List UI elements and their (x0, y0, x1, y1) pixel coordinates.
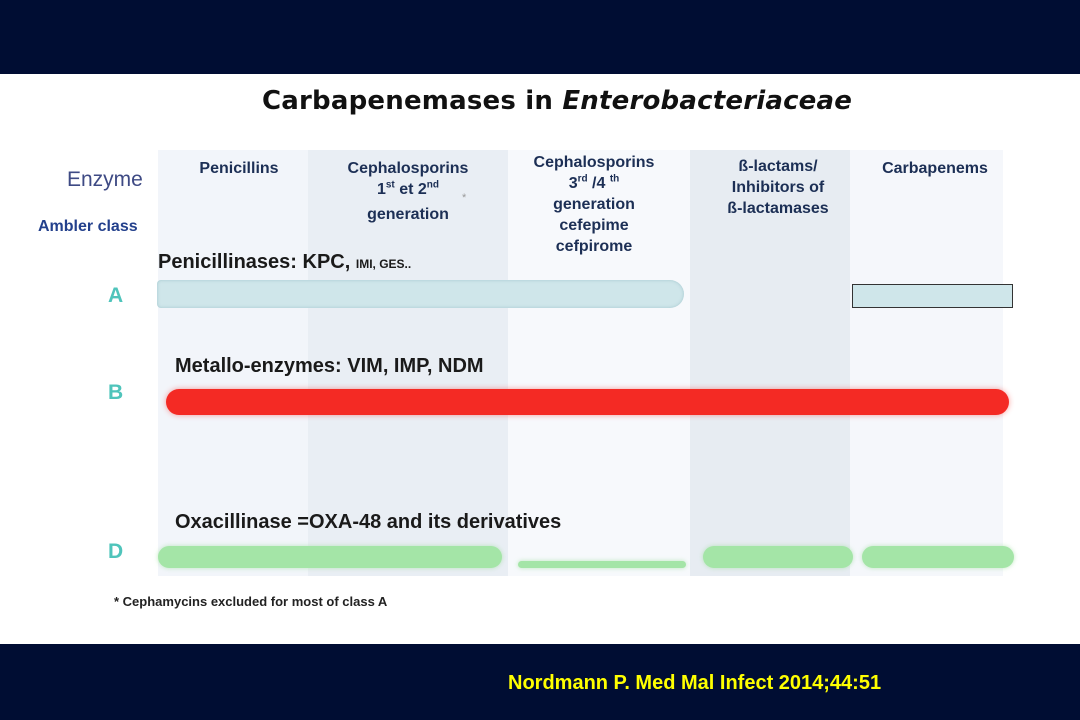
column-penicillins-bg (158, 150, 308, 576)
column-header-penicillins: Penicillins (199, 160, 279, 177)
column-bl-inhibitors-bg (690, 150, 850, 576)
class-d-bar-carbapenems (862, 546, 1014, 568)
asterisk-mark: * (462, 192, 467, 204)
class-d-label: Oxacillinase =OXA-48 and its derivatives (175, 511, 562, 533)
column-ceph-3-4-bg (508, 150, 690, 576)
class-a-carbapenem-box (852, 284, 1013, 308)
class-a-bar (157, 280, 684, 308)
class-b-bar (166, 389, 1009, 415)
column-header-ceph-3-4: Cephalosporins 3rd /4 th generation cefe… (533, 154, 655, 255)
class-d-bar-bl-inhibitors (703, 546, 853, 568)
class-d-bar-penicillins-ceph (158, 546, 502, 568)
slide-title: Carbapenemases in Enterobacteriaceae (262, 86, 853, 116)
class-d-letter: D (108, 540, 124, 563)
enzyme-row-header: Enzyme (67, 168, 143, 191)
class-a-label: Penicillinases: KPC, IMI, GES.. (158, 251, 412, 273)
column-header-ceph-1-2: Cephalosporins 1st et 2nd generation (347, 160, 469, 223)
bottom-band (0, 644, 1080, 720)
ambler-class-header: Ambler class (38, 218, 138, 235)
column-carbapenems-bg (850, 150, 1003, 576)
reference-citation: Nordmann P. Med Mal Infect 2014;44:51 (508, 672, 882, 694)
footnote: * Cephamycins excluded for most of class… (114, 594, 388, 609)
class-d-bar-ceph-3-4 (518, 561, 686, 568)
column-header-bl-inhibitors: ß-lactams/ Inhibitors of ß-lactamases (727, 158, 829, 217)
class-b-label: Metallo-enzymes: VIM, IMP, NDM (175, 355, 484, 377)
class-a-letter: A (108, 284, 124, 307)
class-b-letter: B (108, 381, 124, 404)
column-header-carbapenems: Carbapenems (882, 160, 988, 177)
top-band (0, 0, 1080, 74)
column-ceph-1-2-bg (308, 150, 508, 576)
